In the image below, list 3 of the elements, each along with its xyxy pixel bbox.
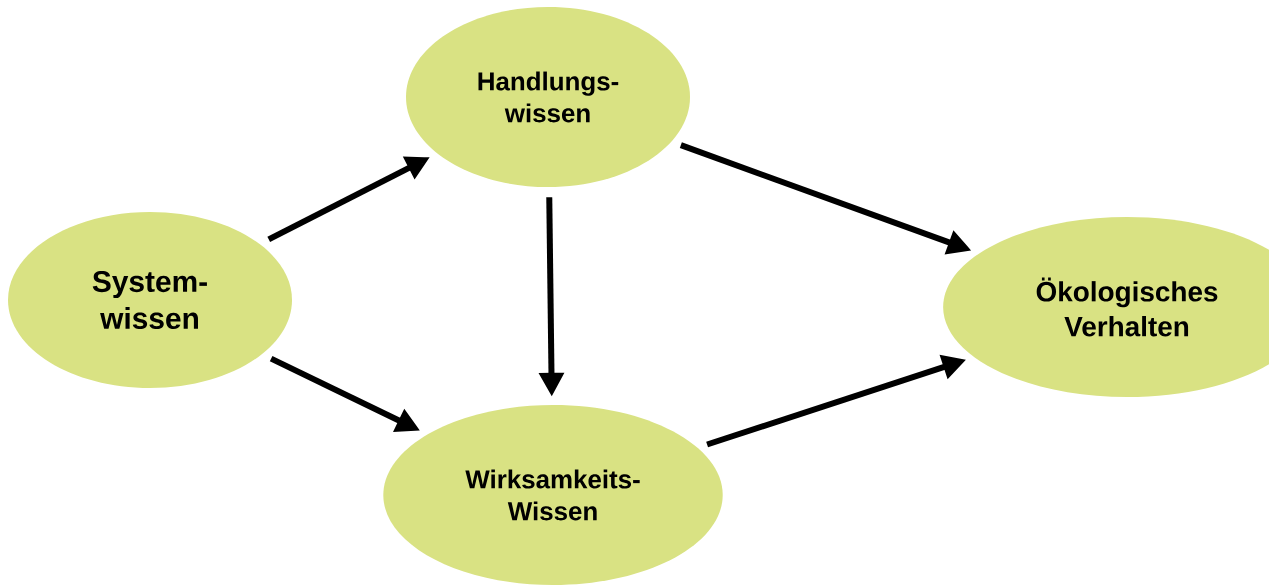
ellipse-node: System- wissen: [8, 212, 292, 388]
ellipse-node: Wirksamkeits- Wissen: [383, 405, 723, 585]
ellipse-node: Handlungs- wissen: [406, 7, 690, 187]
